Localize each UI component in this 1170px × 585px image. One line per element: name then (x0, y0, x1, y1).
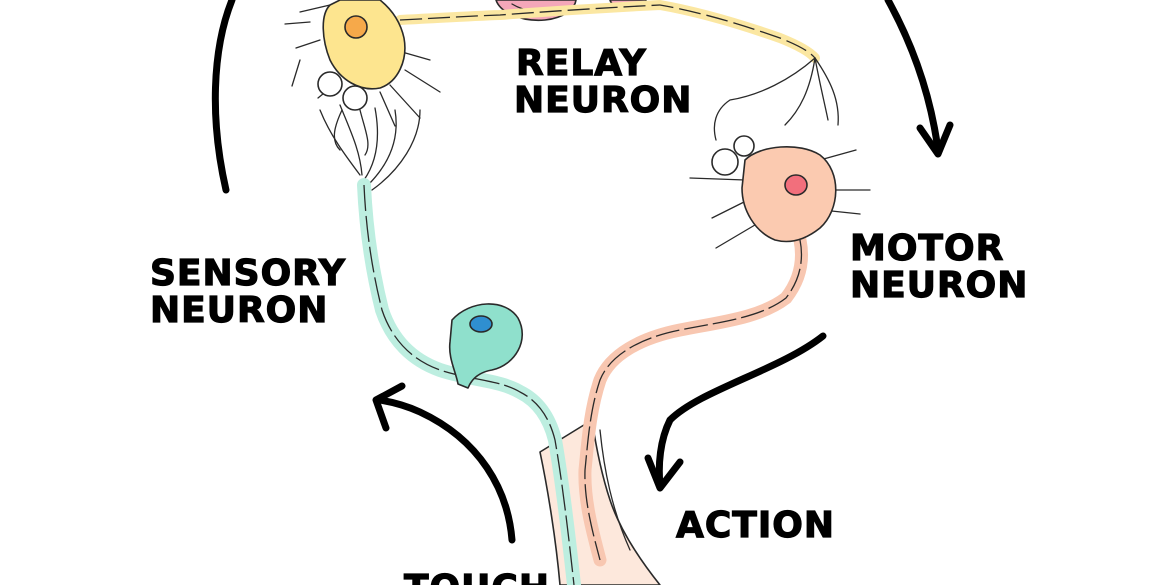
relay-neuron-label-line2: NEURON (514, 80, 692, 121)
relay-neuron-label-line1: RELAY (516, 43, 647, 84)
cycle-arrows (211, 0, 954, 544)
arrow-up-left-icon (211, 0, 236, 194)
sensory-neuron-label-line2: NEURON (150, 290, 328, 331)
sensory-neuron-cell (448, 303, 524, 389)
touch-label: TOUCH (404, 568, 550, 585)
arrow-action-icon (655, 332, 827, 489)
relay-neuron-cell (284, 0, 441, 156)
motor-neuron-axon (578, 233, 808, 567)
sensory-neuron-axon (319, 104, 581, 585)
sensory-neuron-label-line1: SENSORY (150, 253, 346, 294)
motor-neuron-label-line2: NEURON (850, 265, 1028, 306)
motor-neuron-label-line1: MOTOR (850, 228, 1004, 269)
arrow-down-right-icon (884, 0, 942, 154)
motor-neuron-cell (689, 135, 871, 249)
arrow-touch-icon (376, 396, 516, 544)
relay-neuron-axon (395, 0, 839, 141)
action-label: ACTION (676, 505, 835, 546)
